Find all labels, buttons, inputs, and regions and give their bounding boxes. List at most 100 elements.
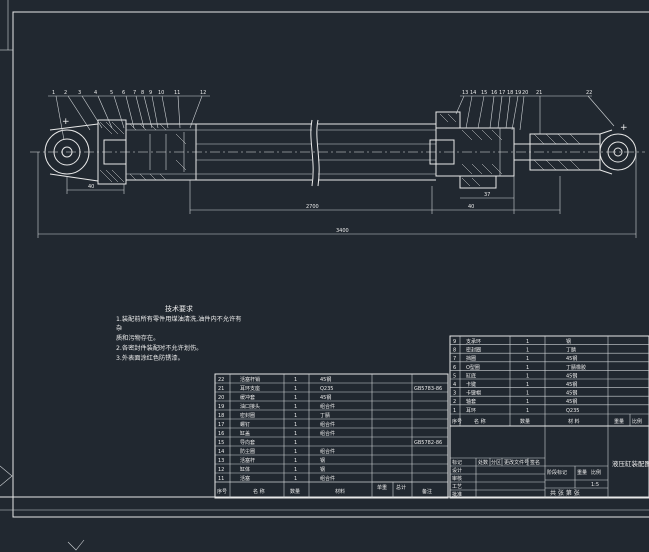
balloon-1: 1 <box>52 90 55 96</box>
bom-left-qty-1: 1 <box>294 386 297 392</box>
dim-overall: 3400 <box>336 228 349 234</box>
balloon-20: 20 <box>522 90 528 96</box>
bom-right-name-1: 密封圈 <box>466 347 481 354</box>
tb-mark-2: 处数 <box>478 459 488 466</box>
bom-right-mat-2: 45钢 <box>566 355 577 362</box>
note-line-5: 3.外表面涂红色防锈漆。 <box>116 354 184 362</box>
bom-right-name-2: 挡圈 <box>466 355 476 362</box>
bom-left-name-6: 缸盖 <box>240 430 250 437</box>
bom-left-qty-2: 1 <box>294 395 297 401</box>
bom-right-name-3: O型圈 <box>466 364 480 371</box>
cylinder-assembly <box>30 111 645 189</box>
bom-right-mat-1: 丁腈 <box>566 347 576 354</box>
notes-title: 技术要求 <box>165 304 193 313</box>
bom-right-mat-0: 钢 <box>566 338 571 345</box>
bom-left-qty-4: 1 <box>294 413 297 419</box>
bom-left-mat-11: 组合件 <box>320 475 335 482</box>
bom-left-mat-10: 钢 <box>320 466 325 473</box>
balloon-13: 13 <box>462 90 468 96</box>
balloon-leaders <box>48 95 615 141</box>
bom-left-name-2: 缓冲套 <box>240 394 255 401</box>
bom-left-qty-0: 1 <box>294 377 297 383</box>
bom-right-name-8: 耳环 <box>466 408 476 414</box>
bom-left-qty-10: 1 <box>294 467 297 473</box>
bom-left-no-2: 20 <box>218 395 224 401</box>
bom-left-mat-4: 丁腈 <box>320 412 330 419</box>
center-mark-right: + <box>620 123 628 133</box>
balloon-11: 11 <box>174 90 180 96</box>
bom-left-mat-6: 组合件 <box>320 430 335 437</box>
bom-right-no-2: 7 <box>453 356 456 362</box>
balloon-5: 5 <box>110 90 113 96</box>
bom-right-qty-2: 1 <box>526 356 529 362</box>
balloon-16: 16 <box>491 90 497 96</box>
bom-right-mat-6: 45钢 <box>566 390 577 397</box>
bom-left-mat-2: 45钢 <box>320 394 331 401</box>
bom-right-header-name: 名 称 <box>474 418 486 425</box>
balloon-6: 6 <box>122 90 125 96</box>
bom-left-mat-8: 组合件 <box>320 448 335 455</box>
bom-left-code-7: GB5782-86 <box>414 440 442 446</box>
bom-right-name-7: 轴套 <box>466 398 476 405</box>
tb-mark-3: 分区 <box>491 459 501 466</box>
bom-left-name-9: 活塞杆 <box>240 457 255 464</box>
bom-left-code-1: GB5783-86 <box>414 386 442 392</box>
tb-mark-4: 更改文件号 <box>504 459 529 466</box>
bom-right-mat-8: Q235 <box>566 408 579 414</box>
bom-left-name-7: 导向套 <box>240 439 255 446</box>
bom-left-name-8: 防尘圈 <box>240 448 255 455</box>
bom-left-no-1: 21 <box>218 386 224 392</box>
bom-left-mat-1: Q235 <box>320 386 333 392</box>
bom-right-qty-0: 1 <box>526 339 529 345</box>
sheet-frame <box>12 11 649 518</box>
bom-left-header-c1: 单重 <box>377 484 387 491</box>
bom-left-qty-3: 1 <box>294 404 297 410</box>
bom-left-name-4: 密封圈 <box>240 412 255 419</box>
balloon-14: 14 <box>470 90 476 96</box>
bom-left-name-5: 螺钉 <box>240 421 250 428</box>
bom-right-mat-3: 丁腈橡胶 <box>566 364 586 371</box>
dim-left-small: 40 <box>88 184 94 190</box>
bom-right-qty-5: 1 <box>526 382 529 388</box>
balloon-10: 10 <box>158 90 164 96</box>
bom-left-mat-9: 钢 <box>320 457 325 464</box>
bom-left-header-mat: 材料 <box>335 488 345 495</box>
bom-right-qty-8: 1 <box>526 408 529 414</box>
bom-left-name-1: 耳环支座 <box>240 385 260 392</box>
bom-left-name-3: 油口接头 <box>240 403 260 410</box>
bom-right-qty-4: 1 <box>526 373 529 379</box>
dim-right-2: 37 <box>484 192 490 198</box>
balloon-21: 21 <box>536 90 542 96</box>
balloon-4: 4 <box>94 90 97 96</box>
bom-left-no-7: 15 <box>218 440 224 446</box>
bom-right-no-4: 5 <box>453 373 456 379</box>
bom-left-name-11: 活塞 <box>240 475 250 482</box>
bom-right-header-scale: 比例 <box>632 418 642 425</box>
bom-right-no-5: 4 <box>453 382 456 388</box>
cursor-mark <box>67 539 85 551</box>
bom-right-qty-1: 1 <box>526 348 529 354</box>
tb-role-review: 审核 <box>452 475 462 482</box>
tb-stage: 阶段标记 <box>547 469 567 476</box>
balloon-2: 2 <box>64 90 67 96</box>
bom-right-qty-6: 1 <box>526 391 529 397</box>
note-line-1: 1.装配前所有零件用煤油清洗,油件内不允许有 <box>116 315 241 323</box>
bom-left-header-name: 名 称 <box>253 488 265 495</box>
bom-left-header-c2: 总计 <box>396 484 406 491</box>
bom-right-no-7: 2 <box>453 399 456 405</box>
bom-right-header-weight: 重量 <box>614 418 624 425</box>
tb-scale-value: 1:5 <box>591 482 599 488</box>
bom-left-no-8: 14 <box>218 449 224 455</box>
bom-right-no-1: 8 <box>453 348 456 354</box>
bom-right-header-mat: 材 料 <box>568 418 580 425</box>
tb-role-design: 设计 <box>452 467 462 474</box>
bom-right-name-0: 支承环 <box>466 338 481 345</box>
tb-role-approve: 批准 <box>452 491 462 498</box>
tb-title: 液压缸装配图 <box>612 459 649 468</box>
bom-left-mat-0: 45钢 <box>320 376 331 383</box>
bom-left-qty-7: 1 <box>294 440 297 446</box>
bom-left-no-11: 11 <box>218 476 224 482</box>
bom-right-no-6: 3 <box>453 391 456 397</box>
bom-left-no-10: 12 <box>218 467 224 473</box>
bom-left-qty-8: 1 <box>294 449 297 455</box>
